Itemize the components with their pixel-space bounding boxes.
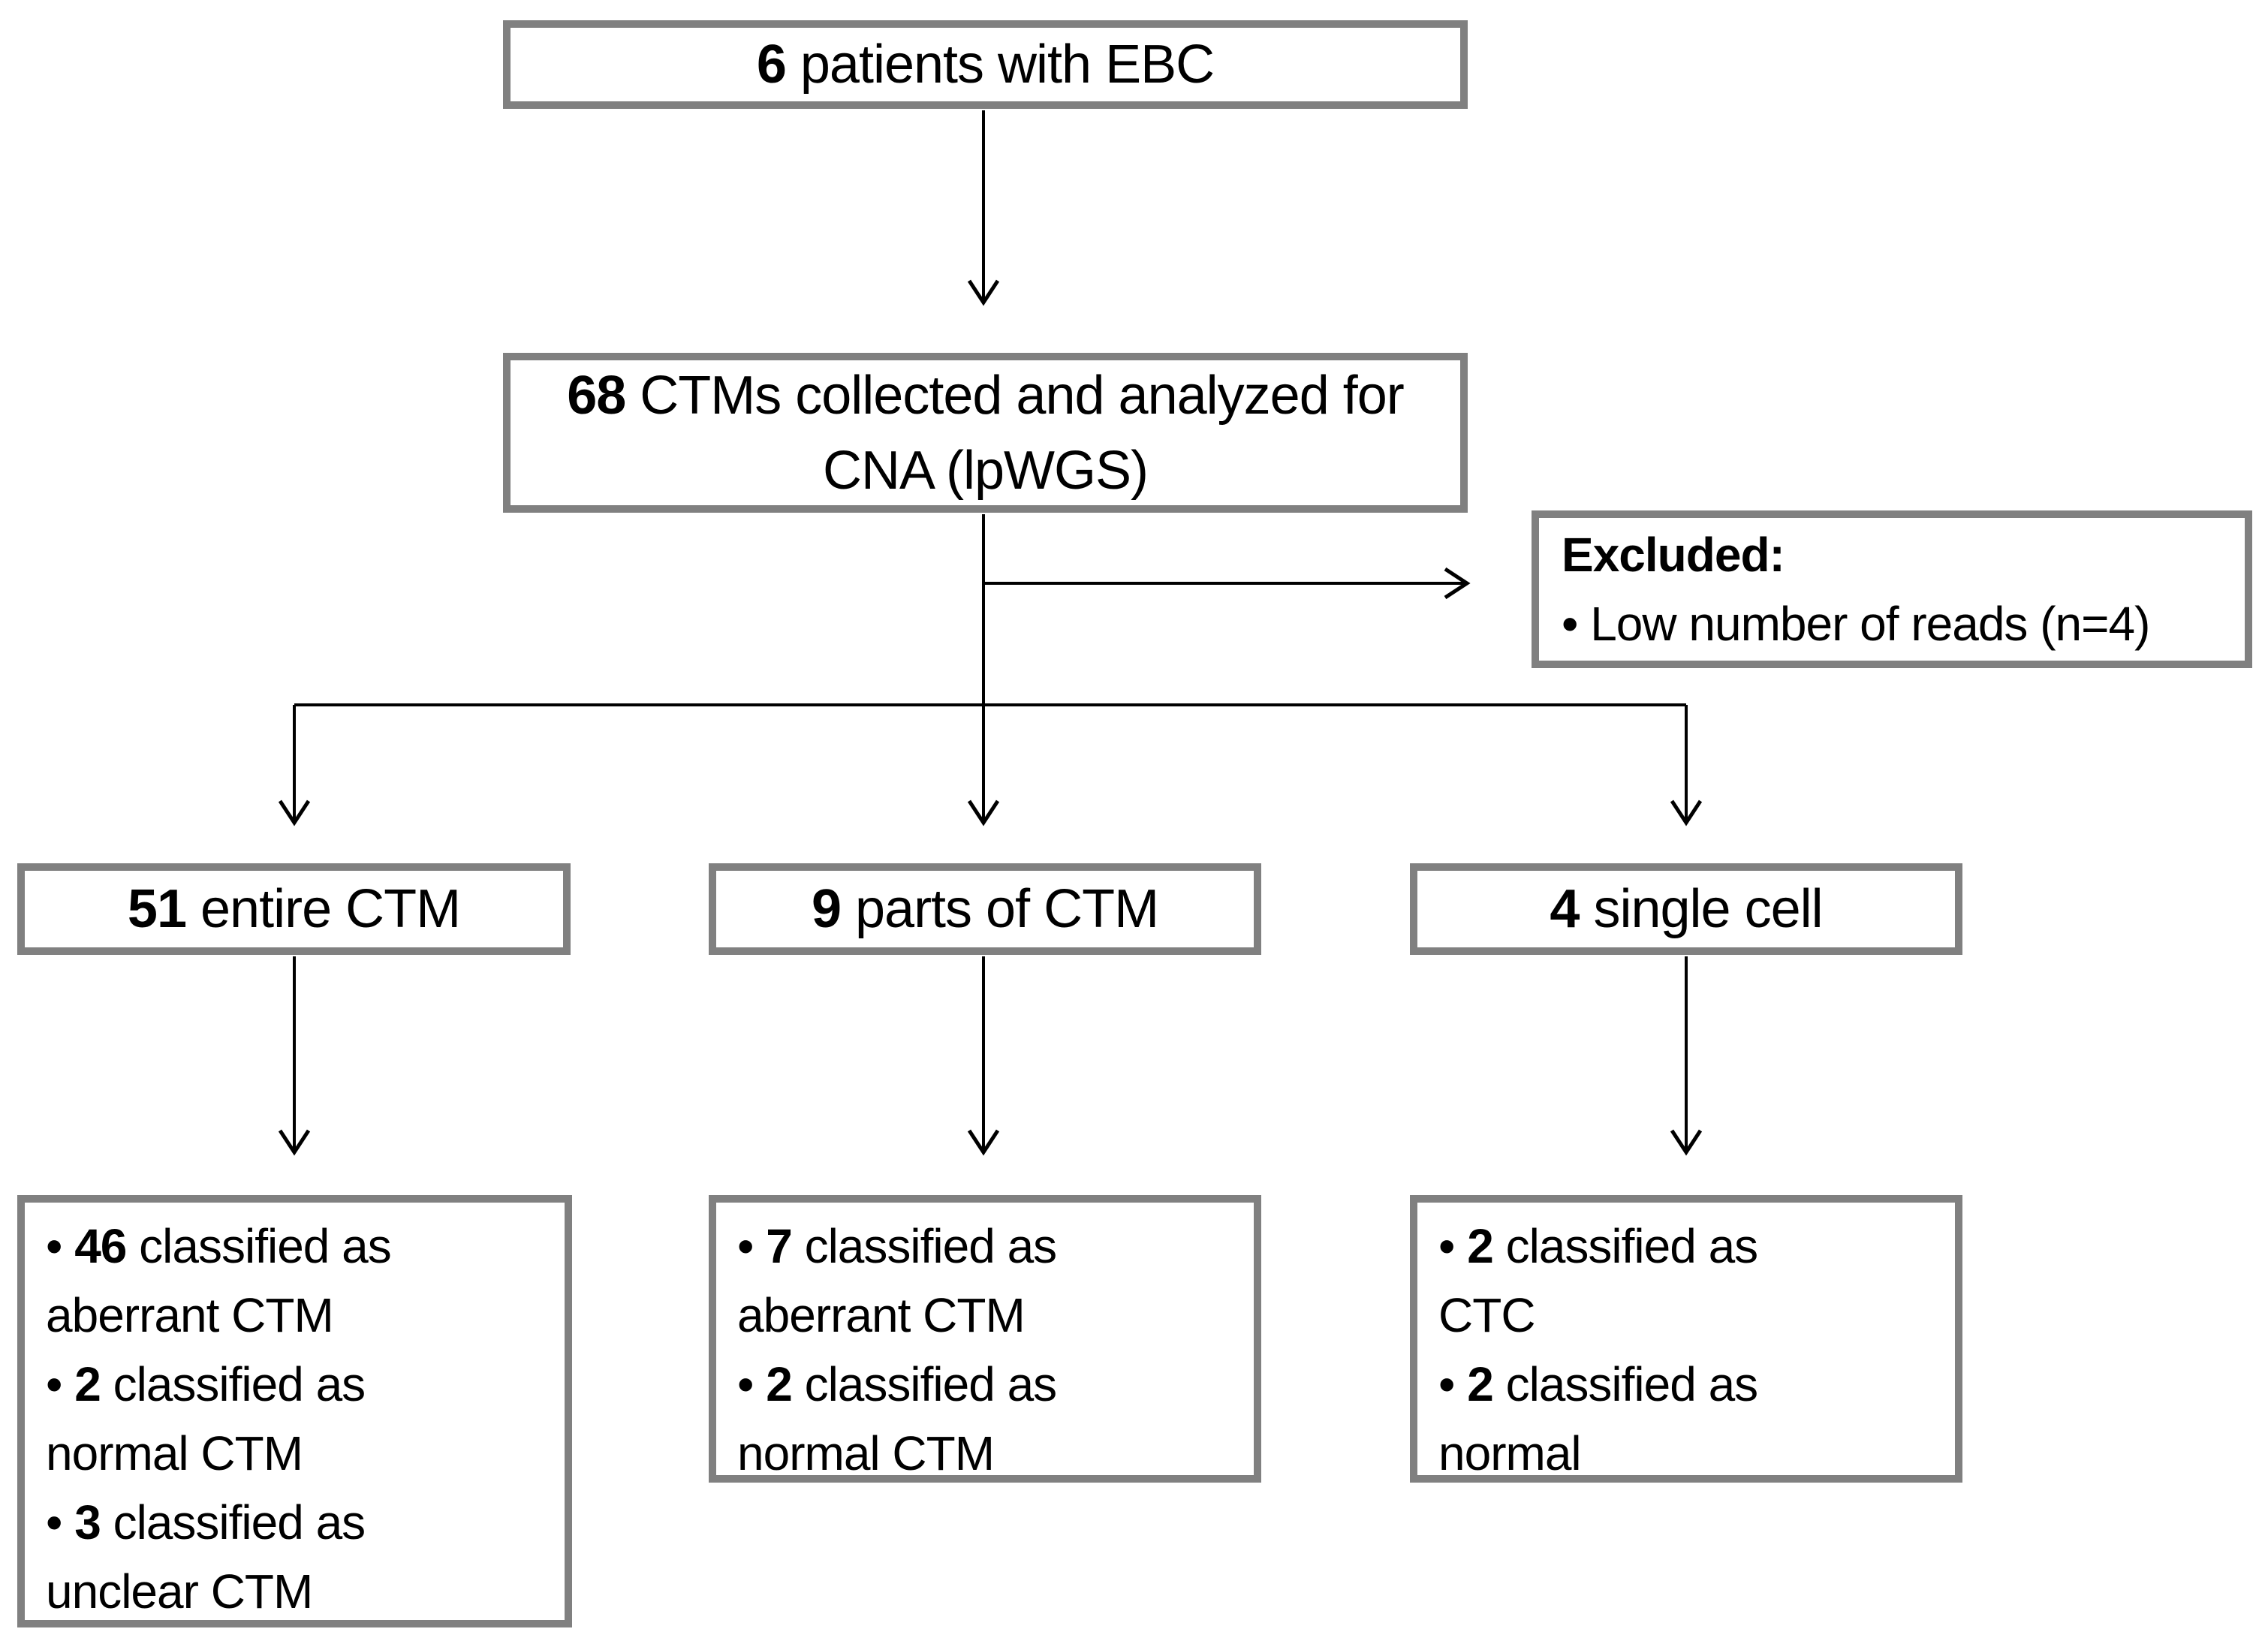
text-line: 6 patients with EBC — [756, 27, 1215, 102]
label-text: normal — [1438, 1426, 1582, 1480]
count-value: 2 — [74, 1357, 101, 1411]
arrow-patients-to-ctms — [967, 110, 1000, 306]
label-text: • — [737, 1219, 767, 1273]
text-line: 51 entire CTM — [127, 872, 461, 947]
label-text: classified as — [1492, 1219, 1759, 1273]
text-line: normal CTM — [46, 1419, 544, 1488]
label-text: CTC — [1438, 1288, 1536, 1342]
text-line: • 2 classified as — [46, 1350, 544, 1419]
text-line: CNA (lpWGS) — [822, 433, 1149, 508]
label-text: normal CTM — [737, 1426, 995, 1480]
text-line: • 2 classified as — [737, 1350, 1233, 1419]
text-line: • 3 classified as — [46, 1488, 544, 1557]
flow-node-parts-of-ctm: 9 parts of CTM — [709, 863, 1261, 955]
text-line: Excluded: — [1562, 520, 2222, 589]
label-text: • Low number of reads (n=4) — [1562, 597, 2150, 651]
label-text: classified as — [100, 1357, 366, 1411]
count-value: 9 — [811, 879, 842, 939]
text-line: • 46 classified as — [46, 1212, 544, 1281]
label-text: aberrant CTM — [46, 1288, 334, 1342]
count-value: 4 — [1550, 879, 1580, 939]
text-line: normal CTM — [737, 1419, 1233, 1488]
label-text: patients with EBC — [785, 35, 1215, 95]
flow-node-excluded: Excluded: • Low number of reads (n=4) — [1532, 510, 2252, 668]
label-text: classified as — [791, 1357, 1058, 1411]
text-line: 4 single cell — [1550, 872, 1823, 947]
label-text: classified as — [791, 1219, 1058, 1273]
count-value: 51 — [127, 879, 187, 939]
label-text: unclear CTM — [46, 1564, 313, 1618]
label-text: parts of CTM — [840, 879, 1159, 939]
arrow-single-to-results — [1670, 956, 1703, 1156]
label-text: classified as — [1492, 1357, 1759, 1411]
label-text: classified as — [126, 1219, 392, 1273]
count-value: Excluded: — [1562, 528, 1785, 582]
label-text: classified as — [100, 1495, 366, 1549]
text-line: • 2 classified as — [1438, 1350, 1934, 1419]
text-line: 68 CTMs collected and analyzed for — [567, 358, 1405, 433]
text-line: unclear CTM — [46, 1557, 544, 1626]
count-value: 2 — [766, 1357, 793, 1411]
flow-node-entire-ctm-results: • 46 classified as aberrant CTM • 2 classi… — [17, 1195, 572, 1627]
text-line: • 2 classified as — [1438, 1212, 1934, 1281]
label-text: CTMs collected and analyzed for — [625, 365, 1405, 426]
flow-node-single-cell: 4 single cell — [1410, 863, 1962, 955]
arrow-entire-to-results — [278, 956, 311, 1156]
label-text: normal CTM — [46, 1426, 303, 1480]
label-text: • — [46, 1357, 75, 1411]
count-value: 3 — [74, 1495, 101, 1549]
count-value: 68 — [567, 365, 626, 426]
label-text: entire CTM — [186, 879, 461, 939]
text-line: normal — [1438, 1419, 1934, 1488]
text-line: • 7 classified as — [737, 1212, 1233, 1281]
count-value: 2 — [1467, 1219, 1494, 1273]
branch-connector — [278, 514, 1703, 827]
label-text: • — [737, 1357, 767, 1411]
flow-node-single-cell-results: • 2 classified as CTC • 2 classified as nor… — [1410, 1195, 1962, 1483]
arrow-parts-to-results — [967, 956, 1000, 1156]
count-value: 6 — [756, 35, 787, 95]
count-value: 7 — [766, 1219, 793, 1273]
label-text: aberrant CTM — [737, 1288, 1026, 1342]
label-text: CNA (lpWGS) — [822, 440, 1149, 501]
label-text: • — [1438, 1219, 1468, 1273]
label-text: single cell — [1579, 879, 1823, 939]
text-line: 9 parts of CTM — [811, 872, 1159, 947]
text-line: CTC — [1438, 1281, 1934, 1350]
text-line: aberrant CTM — [737, 1281, 1233, 1350]
label-text: • — [46, 1495, 75, 1549]
arrow-ctms-to-excluded — [983, 567, 1471, 600]
text-line: aberrant CTM — [46, 1281, 544, 1350]
label-text: • — [46, 1219, 75, 1273]
flow-node-patients: 6 patients with EBC — [503, 20, 1468, 109]
count-value: 2 — [1467, 1357, 1494, 1411]
flow-node-entire-ctm: 51 entire CTM — [17, 863, 571, 955]
text-line: • Low number of reads (n=4) — [1562, 589, 2222, 658]
flow-node-parts-of-ctm-results: • 7 classified as aberrant CTM • 2 classif… — [709, 1195, 1261, 1483]
label-text: • — [1438, 1357, 1468, 1411]
count-value: 46 — [74, 1219, 127, 1273]
